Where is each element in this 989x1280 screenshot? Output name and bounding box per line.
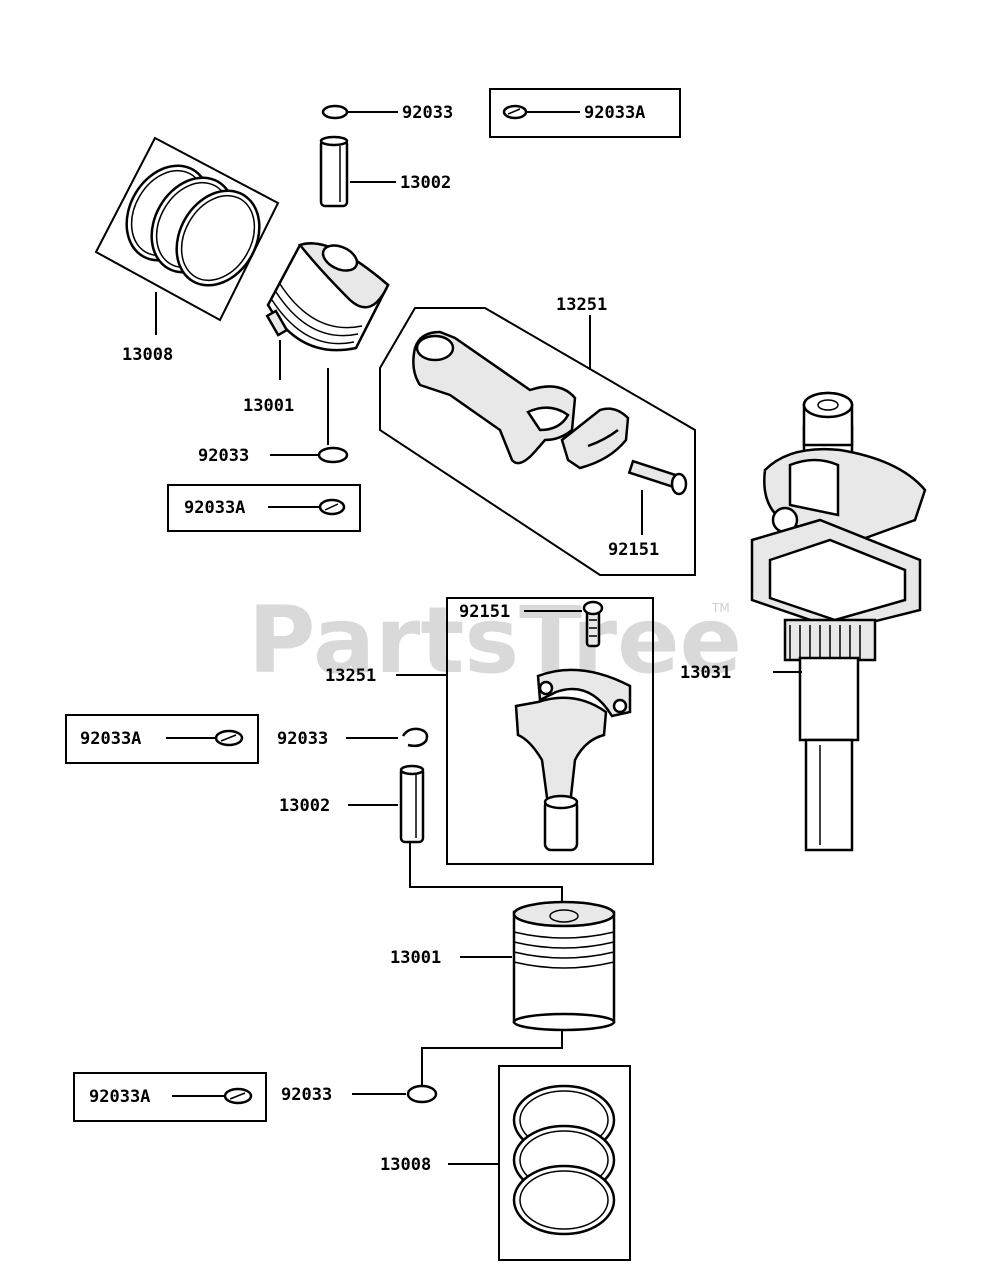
label-top-bottom-clip-alt[interactable]: 92033A [184, 498, 245, 518]
mid-pin-part[interactable] [399, 764, 425, 844]
mid-bolt-part[interactable] [582, 600, 604, 648]
mid-rod-part[interactable] [514, 668, 632, 852]
label-mid-clip[interactable]: 92033 [277, 729, 328, 749]
label-mid-clip-alt[interactable]: 92033A [80, 729, 141, 749]
low-clip-alt-part[interactable] [223, 1087, 253, 1105]
mid-rod-box [446, 597, 654, 865]
top-bolt-part[interactable] [627, 459, 688, 496]
top-bottom-clip-part[interactable] [317, 446, 349, 464]
low-clip-alt-box [73, 1072, 267, 1122]
mid-clip-alt-box [65, 714, 259, 764]
label-low-rings[interactable]: 13008 [380, 1155, 431, 1175]
top-clip-part[interactable] [321, 104, 349, 120]
leader-line [409, 842, 563, 910]
label-low-clip[interactable]: 92033 [281, 1085, 332, 1105]
label-top-clip[interactable]: 92033 [402, 103, 453, 123]
top-rod-part[interactable] [412, 330, 630, 470]
label-low-clip-alt[interactable]: 92033A [89, 1087, 150, 1107]
top-rings-box [94, 136, 280, 322]
label-top-rings[interactable]: 13008 [122, 345, 173, 365]
top-bottom-clip-alt-box [167, 484, 361, 532]
label-low-piston[interactable]: 13001 [390, 948, 441, 968]
label-mid-bolt[interactable]: 92151 [459, 602, 510, 622]
watermark: PartsTree [248, 587, 742, 694]
label-top-piston[interactable]: 13001 [243, 396, 294, 416]
label-top-rod[interactable]: 13251 [556, 295, 607, 315]
top-piston-part[interactable] [265, 240, 390, 352]
top-clip-alt-box [489, 88, 681, 138]
top-bottom-clip-alt-part[interactable] [318, 498, 346, 516]
top-rod-box [379, 307, 696, 576]
label-mid-pin[interactable]: 13002 [279, 796, 330, 816]
top-clip-alt-part[interactable] [502, 104, 528, 120]
label-top-bolt[interactable]: 92151 [608, 540, 659, 560]
top-rings-part[interactable] [110, 151, 276, 301]
label-top-pin[interactable]: 13002 [400, 173, 451, 193]
watermark-trademark: TM [711, 601, 730, 615]
label-mid-rod[interactable]: 13251 [325, 666, 376, 686]
low-piston-part[interactable] [512, 900, 616, 1032]
mid-clip-part[interactable] [401, 727, 429, 748]
mid-clip-alt-part[interactable] [214, 729, 244, 747]
leader-line [421, 1030, 563, 1085]
label-crankshaft[interactable]: 13031 [680, 663, 731, 683]
label-top-clip-alt[interactable]: 92033A [584, 103, 645, 123]
crankshaft-part[interactable] [750, 391, 927, 852]
top-pin-part[interactable] [319, 135, 349, 208]
label-top-bottom-clip[interactable]: 92033 [198, 446, 249, 466]
low-rings-part[interactable] [512, 1084, 616, 1236]
low-clip-part[interactable] [406, 1084, 438, 1104]
